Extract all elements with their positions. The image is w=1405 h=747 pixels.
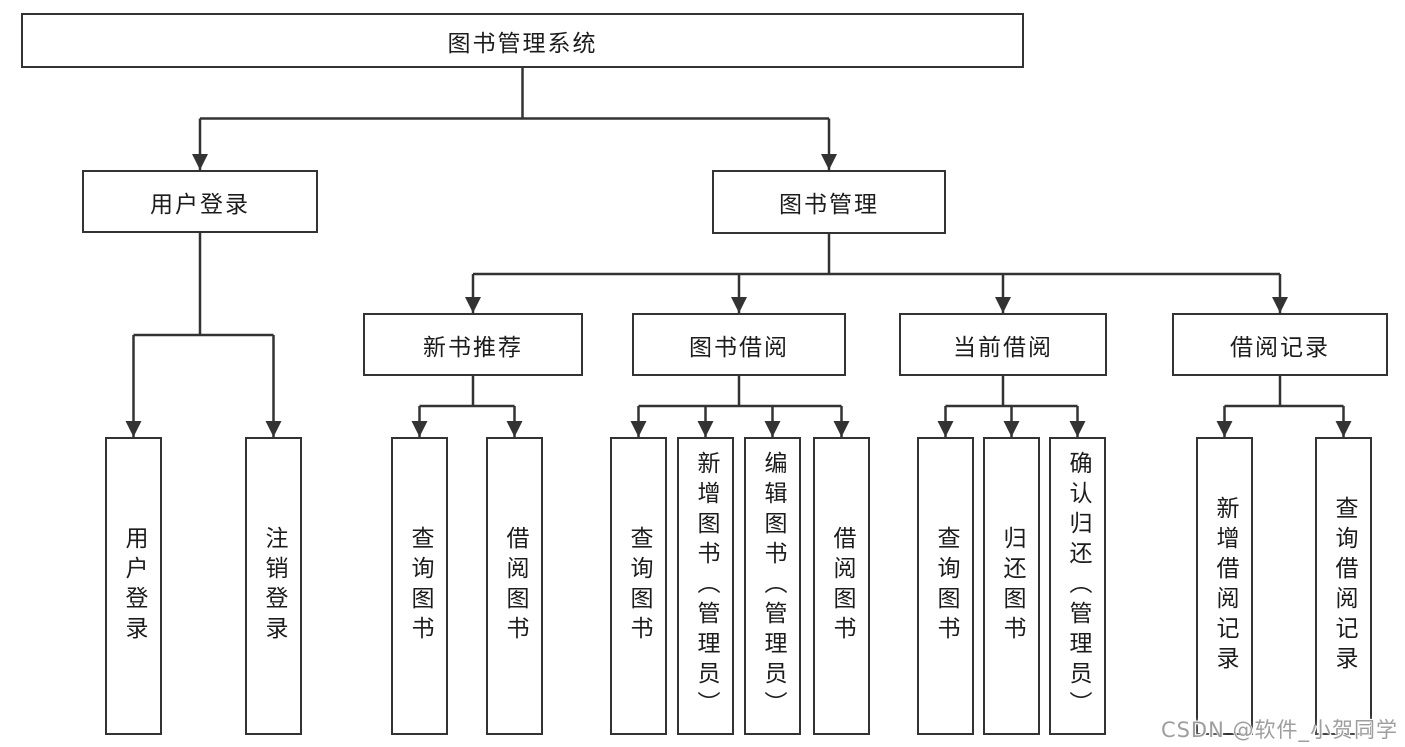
leaf-cb-confirm-return-admin-label: 确认归还（管理员） <box>1065 451 1091 721</box>
node-borrow-records-label: 借阅记录 <box>1230 334 1330 361</box>
leaf-br-query-record: 查询借阅记录 <box>1315 437 1372 735</box>
leaf-bb-edit-books-admin: 编辑图书（管理员） <box>744 437 801 735</box>
edge-borrow-records-trunk <box>1224 376 1344 408</box>
leaf-rec-borrow-books: 借阅图书 <box>486 437 543 735</box>
node-new-book-recommendation-label: 新书推荐 <box>423 334 523 361</box>
node-current-borrowing-label: 当前借阅 <box>953 334 1053 361</box>
leaf-cb-query-books: 查询图书 <box>917 437 974 735</box>
edge-current-borrow-trunk <box>945 376 1078 408</box>
node-user-login-label: 用户登录 <box>150 191 250 218</box>
csdn-watermark: CSDN @软件_小贺同学 <box>1160 718 1398 742</box>
node-book-management-label: 图书管理 <box>779 192 879 218</box>
leaf-cb-return-books: 归还图书 <box>983 437 1040 735</box>
node-root-library-system: 图书管理系统 <box>21 13 1024 68</box>
leaf-bb-edit-books-admin-label: 编辑图书（管理员） <box>760 451 786 721</box>
leaf-bb-query-books-label: 查询图书 <box>626 526 652 646</box>
leaf-user-login-label: 用户登录 <box>121 526 147 646</box>
leaf-rec-borrow-books-label: 借阅图书 <box>502 526 528 646</box>
leaf-bb-query-books: 查询图书 <box>610 437 667 735</box>
node-new-book-recommendation: 新书推荐 <box>363 313 583 376</box>
leaf-br-add-record-label: 新增借阅记录 <box>1212 496 1238 676</box>
node-book-borrowing: 图书借阅 <box>632 313 846 376</box>
leaf-bb-borrow-books-label: 借阅图书 <box>829 526 855 646</box>
leaf-cb-return-books-label: 归还图书 <box>999 526 1025 646</box>
leaf-logout: 注销登录 <box>245 437 302 735</box>
leaf-bb-add-books-admin: 新增图书（管理员） <box>677 437 734 735</box>
leaf-rec-query-books: 查询图书 <box>391 437 448 735</box>
leaf-br-query-record-label: 查询借阅记录 <box>1331 496 1357 676</box>
node-root-label: 图书管理系统 <box>447 30 598 57</box>
node-user-login: 用户登录 <box>82 170 318 233</box>
leaf-bb-borrow-books: 借阅图书 <box>813 437 870 735</box>
edge-book-mgmt-trunk <box>473 234 1280 276</box>
edge-root-trunk <box>200 68 829 120</box>
node-borrow-records: 借阅记录 <box>1172 313 1388 376</box>
leaf-bb-add-books-admin-label: 新增图书（管理员） <box>693 451 719 721</box>
leaf-logout-label: 注销登录 <box>261 526 287 646</box>
node-current-borrowing: 当前借阅 <box>899 313 1107 376</box>
edge-book-borrow-trunk <box>638 376 842 408</box>
edge-user-login-trunk <box>133 233 274 337</box>
node-book-borrowing-label: 图书借阅 <box>689 334 789 361</box>
leaf-cb-query-books-label: 查询图书 <box>933 526 959 646</box>
leaf-rec-query-books-label: 查询图书 <box>407 526 433 646</box>
node-book-management: 图书管理 <box>712 170 946 234</box>
edge-new-book-rec-trunk <box>419 376 515 408</box>
leaf-br-add-record: 新增借阅记录 <box>1196 437 1253 735</box>
leaf-cb-confirm-return-admin: 确认归还（管理员） <box>1049 437 1106 735</box>
leaf-user-login: 用户登录 <box>105 437 162 735</box>
